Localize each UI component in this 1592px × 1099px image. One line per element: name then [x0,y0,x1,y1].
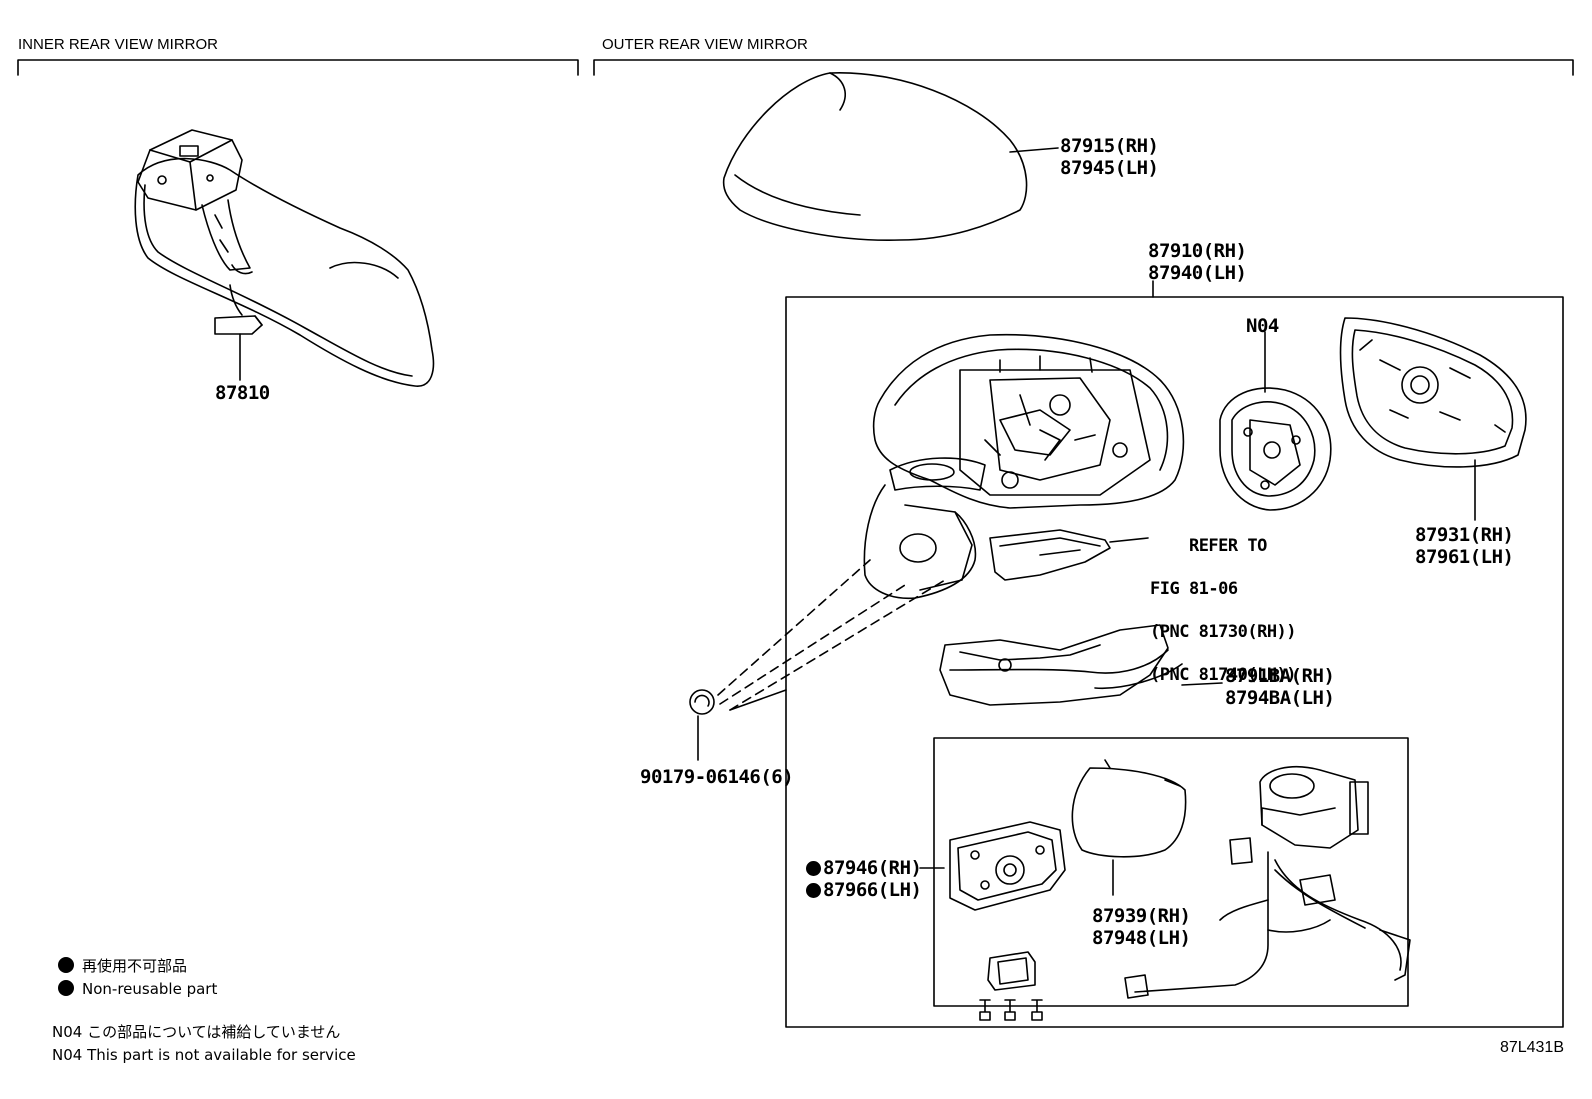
connector-drawing [987,951,1036,991]
turn-signal-lamp-drawing [989,529,1111,581]
mirror-heater-glass-drawing [1071,759,1187,896]
refer-to-line-3: (PNC 81730(RH)) [1150,621,1297,642]
part-label-n04[interactable]: N04 [1246,315,1279,337]
legend-non-reusable-jp: 再使用不可部品 [58,955,187,976]
outer-section-bracket [593,59,1574,76]
mirror-cover-drawing [722,72,1028,241]
refer-to-line-2: FIG 81-06 [1150,578,1238,599]
inner-mirror-drawing [134,129,435,387]
part-label-87910-rh[interactable]: 87910(RH) [1148,240,1247,262]
part-label-87931-rh[interactable]: 87931(RH) [1415,524,1514,546]
part-label-87946-text: 87946(RH) [823,857,922,879]
part-label-90179-06146[interactable]: 90179-06146(6) [640,766,794,788]
part-label-87961-lh[interactable]: 87961(LH) [1415,546,1514,568]
mirror-housing-drawing [863,333,1185,600]
part-label-87948-lh[interactable]: 87948(LH) [1092,927,1191,949]
figure-code: 87L431B [1499,1039,1564,1056]
part-label-87810[interactable]: 87810 [215,382,270,404]
legend-jp-text: 再使用不可部品 [82,957,188,975]
lower-cover-drawing [939,624,1183,706]
part-label-87939-rh[interactable]: 87939(RH) [1092,905,1191,927]
refer-to-line-4: (PNC 81740(LH)) [1150,664,1297,685]
actuator-motor-drawing [1259,766,1369,849]
mirror-glass-drawing [1339,317,1527,521]
part-label-87915-rh[interactable]: 87915(RH) [1060,135,1159,157]
inner-section-bracket [17,59,579,76]
non-reusable-dot-icon [806,883,821,898]
non-reusable-dot-icon [806,861,821,876]
clip-dashed-lines [717,559,946,711]
heater-bracket-drawing [949,821,1066,911]
outer-mirror-section-title: OUTER REAR VIEW MIRROR [602,36,808,53]
legend-non-reusable-en: Non-reusable part [58,980,217,998]
n04-actuator-drawing [1219,331,1332,511]
note-n04-jp: N04 この部品については補給していません [52,1023,341,1041]
legend-dot-icon [58,957,74,973]
part-label-8791ba-rh[interactable]: 8791BA(RH) [1225,665,1335,687]
refer-to-figure-note[interactable]: REFER TO FIG 81-06 (PNC 81730(RH)) (PNC … [1150,514,1297,708]
clip-drawing [689,689,715,761]
inner-mirror-section-title: INNER REAR VIEW MIRROR [18,36,219,53]
part-label-87940-lh[interactable]: 87940(LH) [1148,262,1247,284]
sub-parts-frame [933,737,1409,1007]
part-label-87946-rh[interactable]: 87946(RH) [806,857,922,879]
note-n04-en: N04 This part is not available for servi… [52,1046,356,1064]
part-label-8794ba-lh[interactable]: 8794BA(LH) [1225,687,1335,709]
legend-dot-icon [58,980,74,996]
legend-en-text: Non-reusable part [82,980,218,998]
screws-drawing [979,999,1043,1021]
part-label-87945-lh[interactable]: 87945(LH) [1060,157,1159,179]
refer-to-line-1: REFER TO [1188,535,1267,556]
wire-harness-drawing [1124,837,1411,999]
part-label-87966-text: 87966(LH) [823,879,922,901]
part-label-87966-lh[interactable]: 87966(LH) [806,879,922,901]
